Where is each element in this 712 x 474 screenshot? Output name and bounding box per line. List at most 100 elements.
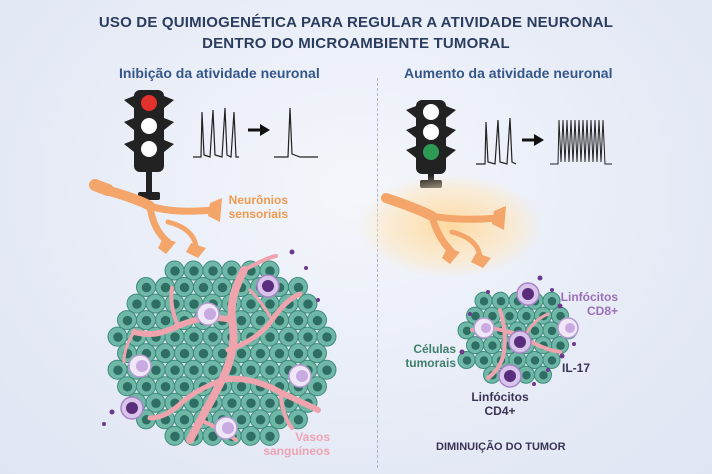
tumor-cell-nucleus — [274, 315, 285, 326]
tumor-cell-nucleus — [189, 332, 199, 342]
neurons-label: Neurônios sensoriais — [200, 193, 288, 221]
tumor-cell-nucleus — [303, 299, 313, 309]
tumor-cell-nucleus — [556, 311, 565, 321]
tumor-cell-nucleus — [151, 365, 161, 375]
tumor-cell-nucleus — [255, 348, 266, 359]
panel-divider — [377, 78, 378, 468]
result-label: DIMINUIÇÃO DO TUMOR — [436, 441, 566, 453]
cd4-label-line-1: Linfócitos — [471, 390, 529, 404]
arrow-icon-right — [522, 134, 544, 146]
tumor-cell-nucleus — [522, 370, 531, 380]
tumor-cell-nucleus — [236, 381, 247, 392]
tumor-cell-nucleus — [479, 297, 489, 306]
tumor-cell-nucleus — [141, 282, 152, 293]
tumor-cell-nucleus — [160, 381, 171, 392]
tumor-cell-nucleus — [284, 398, 294, 409]
spike-trace-burst-icon — [550, 119, 612, 165]
tumor-cell-nucleus — [488, 311, 497, 321]
tumor-cell-nucleus — [189, 365, 199, 375]
tumor-cell-nucleus — [530, 356, 540, 365]
tumor-cell-nucleus — [471, 341, 480, 350]
spike-trace-after-icon — [274, 107, 318, 158]
traffic-light-red-icon — [124, 90, 174, 200]
title-line-1: USO DE QUIMIOGENÉTICA PARA REGULAR A ATI… — [98, 14, 614, 31]
left-panel-heading: Inibição da atividade neuronal — [119, 65, 320, 81]
tumor-cell-nucleus — [265, 431, 275, 442]
tumor-cell-nucleus — [170, 431, 180, 442]
tumor-cells-label: Células tumorais — [386, 342, 456, 370]
tumor-cell-nucleus — [189, 398, 199, 409]
neuron-terminal-icon — [492, 206, 506, 230]
tumor-cell-nucleus — [547, 356, 557, 365]
tumor-cell-nucleus — [530, 326, 540, 336]
tumor-cell-nucleus — [293, 415, 304, 425]
spike-trace-before-icon — [193, 107, 239, 158]
tumor-cell-nucleus — [293, 282, 304, 293]
tumor-cell-nucleus — [236, 415, 247, 425]
tumor-cell-nucleus — [141, 315, 152, 326]
neuron-terminal-icon — [442, 248, 460, 264]
tumor-cell-nucleus — [208, 266, 218, 276]
tumor-cell-nucleus — [113, 365, 123, 375]
tumor-cell-nucleus — [217, 348, 228, 359]
neurons-label-line-2: sensoriais — [228, 207, 288, 221]
tumor-cell-nucleus — [265, 332, 275, 342]
tumor-cell-nucleus — [208, 365, 218, 375]
tumor-cell-nucleus — [246, 431, 256, 442]
vessels-label: Vasos sanguíneos — [248, 430, 330, 458]
tumor-cells-label-line-1: Células — [413, 342, 456, 356]
tumor-cell-nucleus — [255, 315, 266, 326]
tumor-cell-nucleus — [312, 381, 323, 392]
lymphocyte-cells-right — [473, 282, 579, 388]
tumor-cell-nucleus — [170, 365, 180, 375]
tumor-cell-nucleus — [160, 348, 171, 359]
neuron-terminal-icon — [471, 253, 491, 268]
tumor-cell-nucleus — [265, 266, 275, 276]
cd8-label: Linfócitos CD8+ — [540, 290, 618, 318]
tumor-cell-nucleus — [246, 299, 256, 309]
tumor-cell-nucleus — [132, 299, 142, 309]
neuron-terminal-icon — [186, 243, 206, 258]
neuron-terminal-icon — [158, 238, 176, 254]
tumor-cell-nucleus — [113, 332, 123, 342]
tumor-cell-nucleus — [189, 266, 199, 276]
tumor-cell-nucleus — [322, 365, 332, 375]
tumor-cell-nucleus — [547, 297, 557, 306]
tumor-cell-nucleus — [265, 398, 275, 409]
tumor-cell-nucleus — [265, 365, 275, 375]
tumor-cell-nucleus — [179, 381, 190, 392]
tumor-cell-nucleus — [513, 356, 523, 365]
tumor-cell-nucleus — [312, 348, 323, 359]
vessels-label-line-2: sanguíneos — [263, 444, 330, 458]
title-line-2: DENTRO DO MICROAMBIENTE TUMORAL — [202, 35, 510, 52]
tumor-cell-nucleus — [179, 415, 190, 425]
neurons-label-line-1: Neurônios — [228, 193, 288, 207]
tumor-cell-nucleus — [160, 282, 171, 293]
tumor-cell-nucleus — [505, 311, 514, 321]
cd4-label-line-2: CD4+ — [484, 404, 516, 418]
tumor-cell-nucleus — [246, 365, 256, 375]
cd8-label-line-1: Linfócitos — [560, 290, 618, 304]
right-panel-heading: Aumento da atividade neuronal — [404, 65, 613, 81]
tumor-cell-nucleus — [227, 398, 237, 409]
il17-label: IL-17 — [562, 361, 591, 375]
vessels-label-line-1: Vasos — [295, 430, 330, 444]
arrow-icon — [248, 124, 270, 136]
tumor-cell-nucleus — [293, 348, 304, 359]
tumor-cell-nucleus — [122, 381, 133, 392]
tumor-cell-nucleus — [160, 315, 171, 326]
tumor-cell-nucleus — [496, 297, 506, 306]
tumor-cell-nucleus — [179, 282, 190, 293]
cd4-label: Linfócitos CD4+ — [460, 390, 540, 418]
tumor-cell-nucleus — [284, 332, 294, 342]
tumor-cell-nucleus — [208, 332, 218, 342]
tumor-cell-nucleus — [170, 332, 180, 342]
tumor-cell-nucleus — [488, 341, 497, 350]
tumor-cell-nucleus — [170, 266, 180, 276]
tumor-cell-nucleus — [303, 332, 313, 342]
tumor-cell-nucleus — [179, 348, 190, 359]
cytokine-dots — [102, 249, 576, 426]
tumor-cell-nucleus — [217, 282, 228, 293]
tumor-cell-nucleus — [198, 282, 209, 293]
tumor-cell-nucleus — [208, 431, 218, 442]
